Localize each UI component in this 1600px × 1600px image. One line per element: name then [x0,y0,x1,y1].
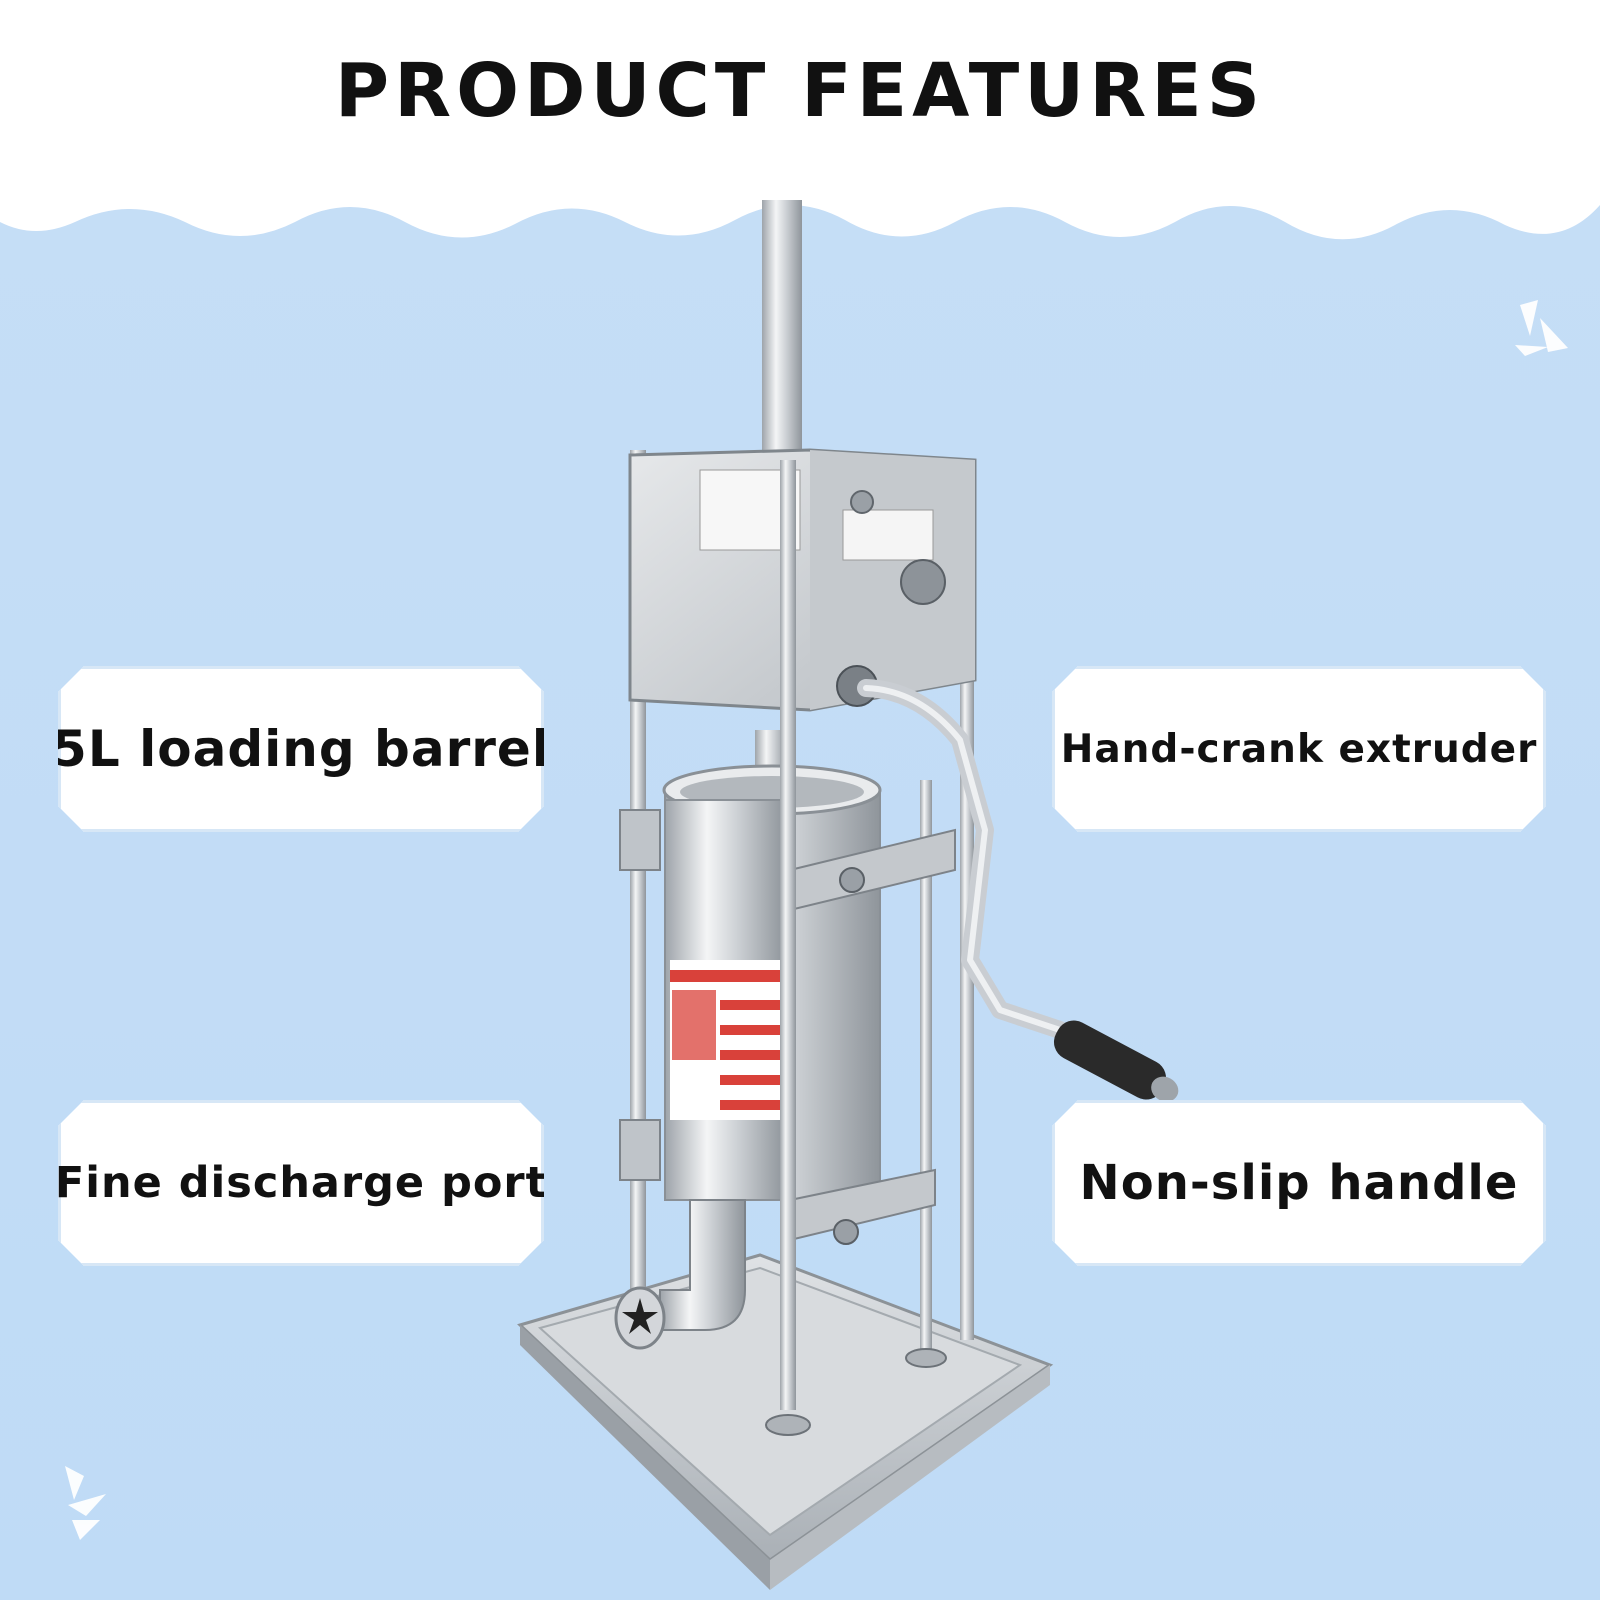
cloud-banner [0,0,1600,240]
feature-label: Hand-crank extruder [1060,726,1538,772]
feature-badge-hand-crank: Hand-crank extruder [1052,666,1546,832]
sparkle-icon [65,1466,106,1540]
sparkle-icon [1515,300,1568,356]
feature-label: Fine discharge port [54,1158,548,1208]
feature-badge-discharge-port: Fine discharge port [58,1100,544,1266]
feature-label: 5L loading barrel [52,720,550,778]
page-title: PRODUCT FEATURES [334,48,1266,134]
feature-label: Non-slip handle [1079,1155,1519,1211]
feature-badge-loading-barrel: 5L loading barrel [58,666,544,832]
feature-badge-non-slip-handle: Non-slip handle [1052,1100,1546,1266]
